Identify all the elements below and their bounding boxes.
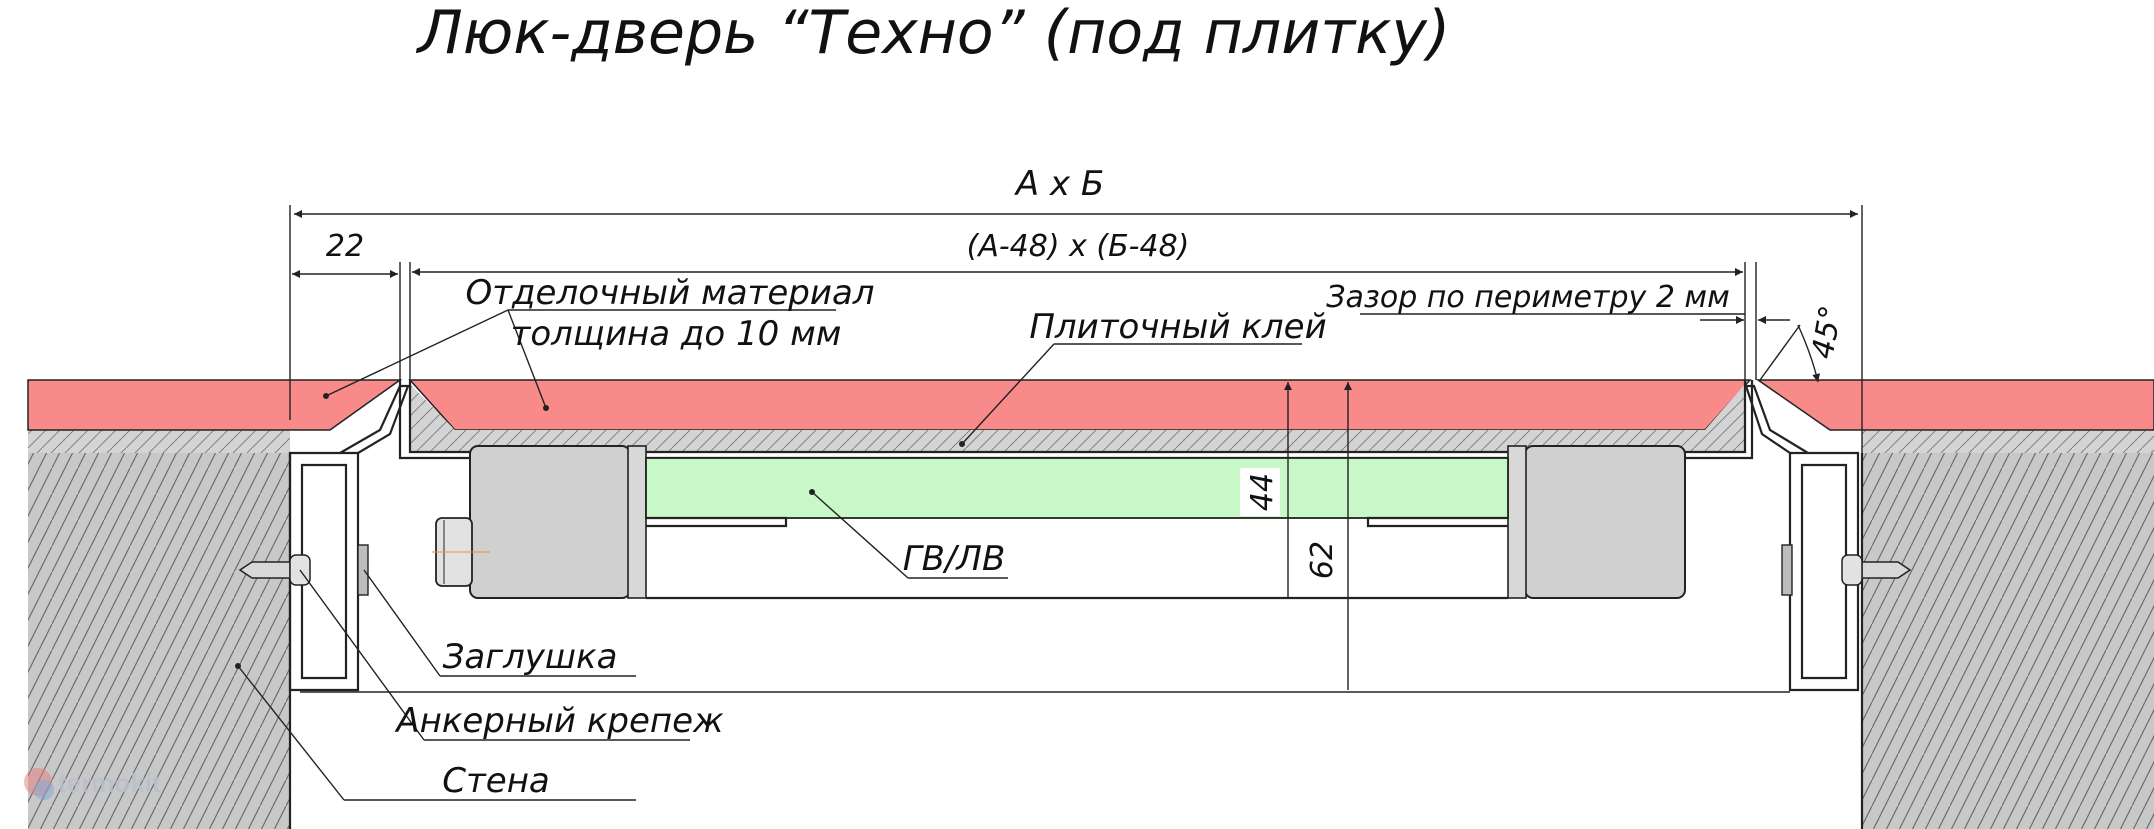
adhesive-layer: [410, 384, 1745, 452]
dimension-44: 44: [1245, 473, 1280, 511]
tile-layer-right: [1755, 379, 2154, 431]
frame-profile-left: [288, 384, 410, 692]
wall-label: Стена: [442, 761, 550, 801]
cap-label: Заглушка: [443, 637, 618, 677]
end-cap-right: [1781, 544, 1793, 596]
gap-label: Зазор по периметру 2 мм: [1326, 280, 1729, 315]
drawing-title: Люк-дверь “Техно” (под плитку): [416, 0, 1451, 68]
watermark-text: termokit: [58, 768, 161, 798]
finish-material-label: Отделочный материал: [465, 273, 874, 313]
wall-left: [28, 430, 290, 829]
dimension-inner: (А-48) х (Б-48): [967, 229, 1190, 264]
gvl-board: [645, 457, 1509, 519]
board-label: ГВ/ЛВ: [903, 539, 1006, 579]
watermark: termokit: [24, 768, 161, 800]
anchor-right: [1841, 554, 1912, 586]
door-panel-profile: [408, 380, 1747, 454]
finish-thickness-label: толщина до 10 мм: [511, 314, 842, 354]
adhesive-label: Плиточный клей: [1029, 307, 1326, 347]
end-cap-left: [357, 544, 369, 596]
dimension-62: 62: [1305, 541, 1340, 579]
anchor-label: Анкерный крепеж: [394, 701, 724, 741]
frame-profile-right: [1744, 384, 1860, 692]
wall-right: [1862, 430, 2154, 829]
lock-cylinder: [432, 517, 490, 587]
hinge-block-right: [1507, 445, 1686, 599]
tile-layer-left: [27, 379, 403, 431]
hinge-block-left: [469, 445, 647, 599]
angle-label: 45°: [1805, 303, 1849, 361]
dimension-frame-width: 22: [326, 229, 364, 264]
tile-layer-door: [408, 379, 1752, 431]
dimension-overall: А х Б: [1014, 164, 1104, 204]
